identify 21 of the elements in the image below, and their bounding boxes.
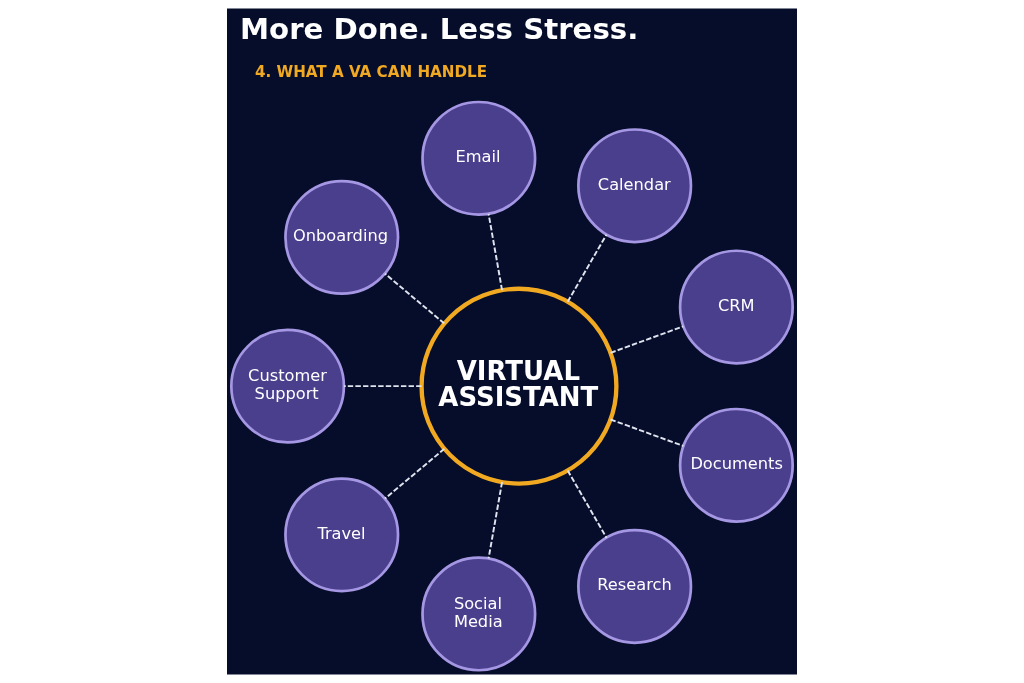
node-circle: Email xyxy=(421,100,537,216)
node-circle: Social Media xyxy=(421,556,537,672)
node-circle: Customer Support xyxy=(229,328,346,444)
node-circle: Research xyxy=(577,528,693,645)
connector xyxy=(384,272,446,325)
node-circle: CRM xyxy=(678,249,795,365)
node-circle: Calendar xyxy=(577,128,693,244)
connector xyxy=(384,447,446,500)
diagram-title: More Done. Less Stress. xyxy=(239,12,639,47)
node-circle: VIRTUAL ASSISTANT xyxy=(419,286,619,486)
connector xyxy=(609,325,685,354)
connector xyxy=(566,469,608,539)
node-circle: Onboarding xyxy=(284,179,400,296)
node-circle: Travel xyxy=(284,477,400,593)
connector xyxy=(343,385,423,388)
connector xyxy=(487,212,504,292)
connector xyxy=(609,418,685,447)
label: 4. WHAT A VA CAN HANDLE xyxy=(254,62,488,81)
node-circle: Documents xyxy=(678,407,795,523)
connector xyxy=(566,233,608,303)
connector xyxy=(487,481,504,560)
